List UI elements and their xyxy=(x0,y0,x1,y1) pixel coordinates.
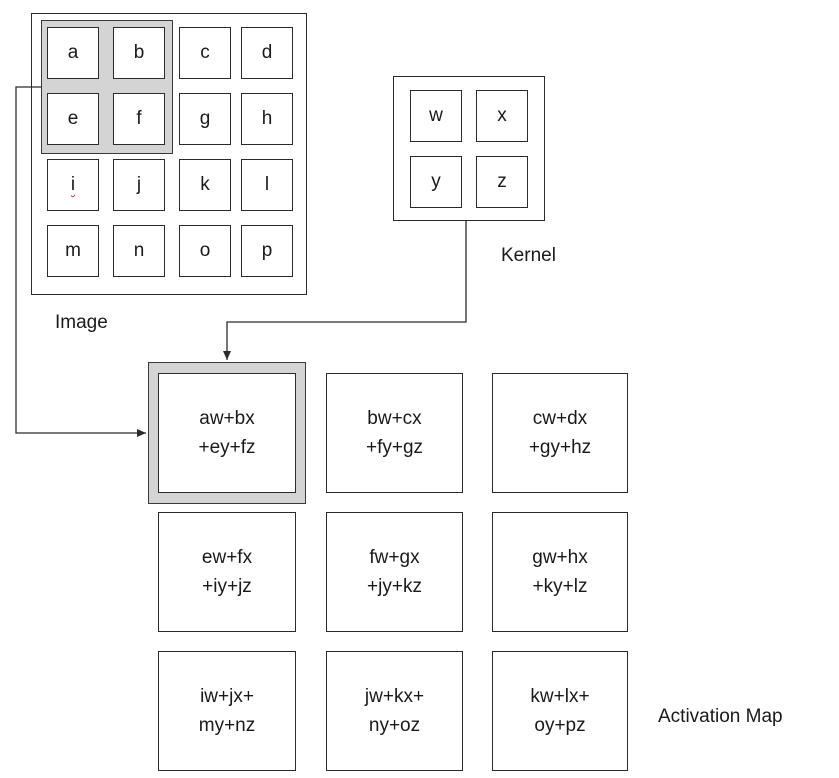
kernel-label: Kernel xyxy=(501,245,556,266)
activation-cell-2-2: kw+lx+oy+pz xyxy=(492,651,628,771)
image-label: Image xyxy=(55,312,108,333)
activation-cell-2-0: iw+jx+my+nz xyxy=(158,651,296,771)
activation-map-label: Activation Map xyxy=(658,706,783,727)
image-cell-c: c xyxy=(179,27,231,79)
image-cell-d: d xyxy=(241,27,293,79)
activation-cell-0-2: cw+dx+gy+hz xyxy=(492,373,628,493)
activation-cell-2-1: jw+kx+ny+oz xyxy=(326,651,463,771)
activation-cell-1-1: fw+gx+jy+kz xyxy=(326,512,463,632)
kernel-cell-y: y xyxy=(410,156,462,208)
image-cell-a: a xyxy=(47,27,99,79)
activation-cell-0-1: bw+cx+fy+gz xyxy=(326,373,463,493)
image-cell-b: b xyxy=(113,27,165,79)
kernel-cell-z: z xyxy=(476,156,528,208)
image-cell-n: n xyxy=(113,225,165,277)
kernel-cell-w: w xyxy=(410,90,462,142)
image-cell-g: g xyxy=(179,93,231,145)
image-cell-l: l xyxy=(241,159,293,211)
activation-cell-1-2: gw+hx+ky+lz xyxy=(492,512,628,632)
image-to-activation-arrow xyxy=(15,86,146,437)
activation-cell-1-0: ew+fx+iy+jz xyxy=(158,512,296,632)
image-cell-p: p xyxy=(241,225,293,277)
kernel-to-activation-arrow xyxy=(223,221,467,360)
image-cell-i: i xyxy=(47,159,99,211)
image-cell-e: e xyxy=(47,93,99,145)
image-cell-m: m xyxy=(47,225,99,277)
image-cell-j: j xyxy=(113,159,165,211)
image-cell-f: f xyxy=(113,93,165,145)
kernel-cell-x: x xyxy=(476,90,528,142)
activation-cell-0-0: aw+bx+ey+fz xyxy=(158,373,296,493)
image-cell-h: h xyxy=(241,93,293,145)
image-cell-k: k xyxy=(179,159,231,211)
image-cell-o: o xyxy=(179,225,231,277)
